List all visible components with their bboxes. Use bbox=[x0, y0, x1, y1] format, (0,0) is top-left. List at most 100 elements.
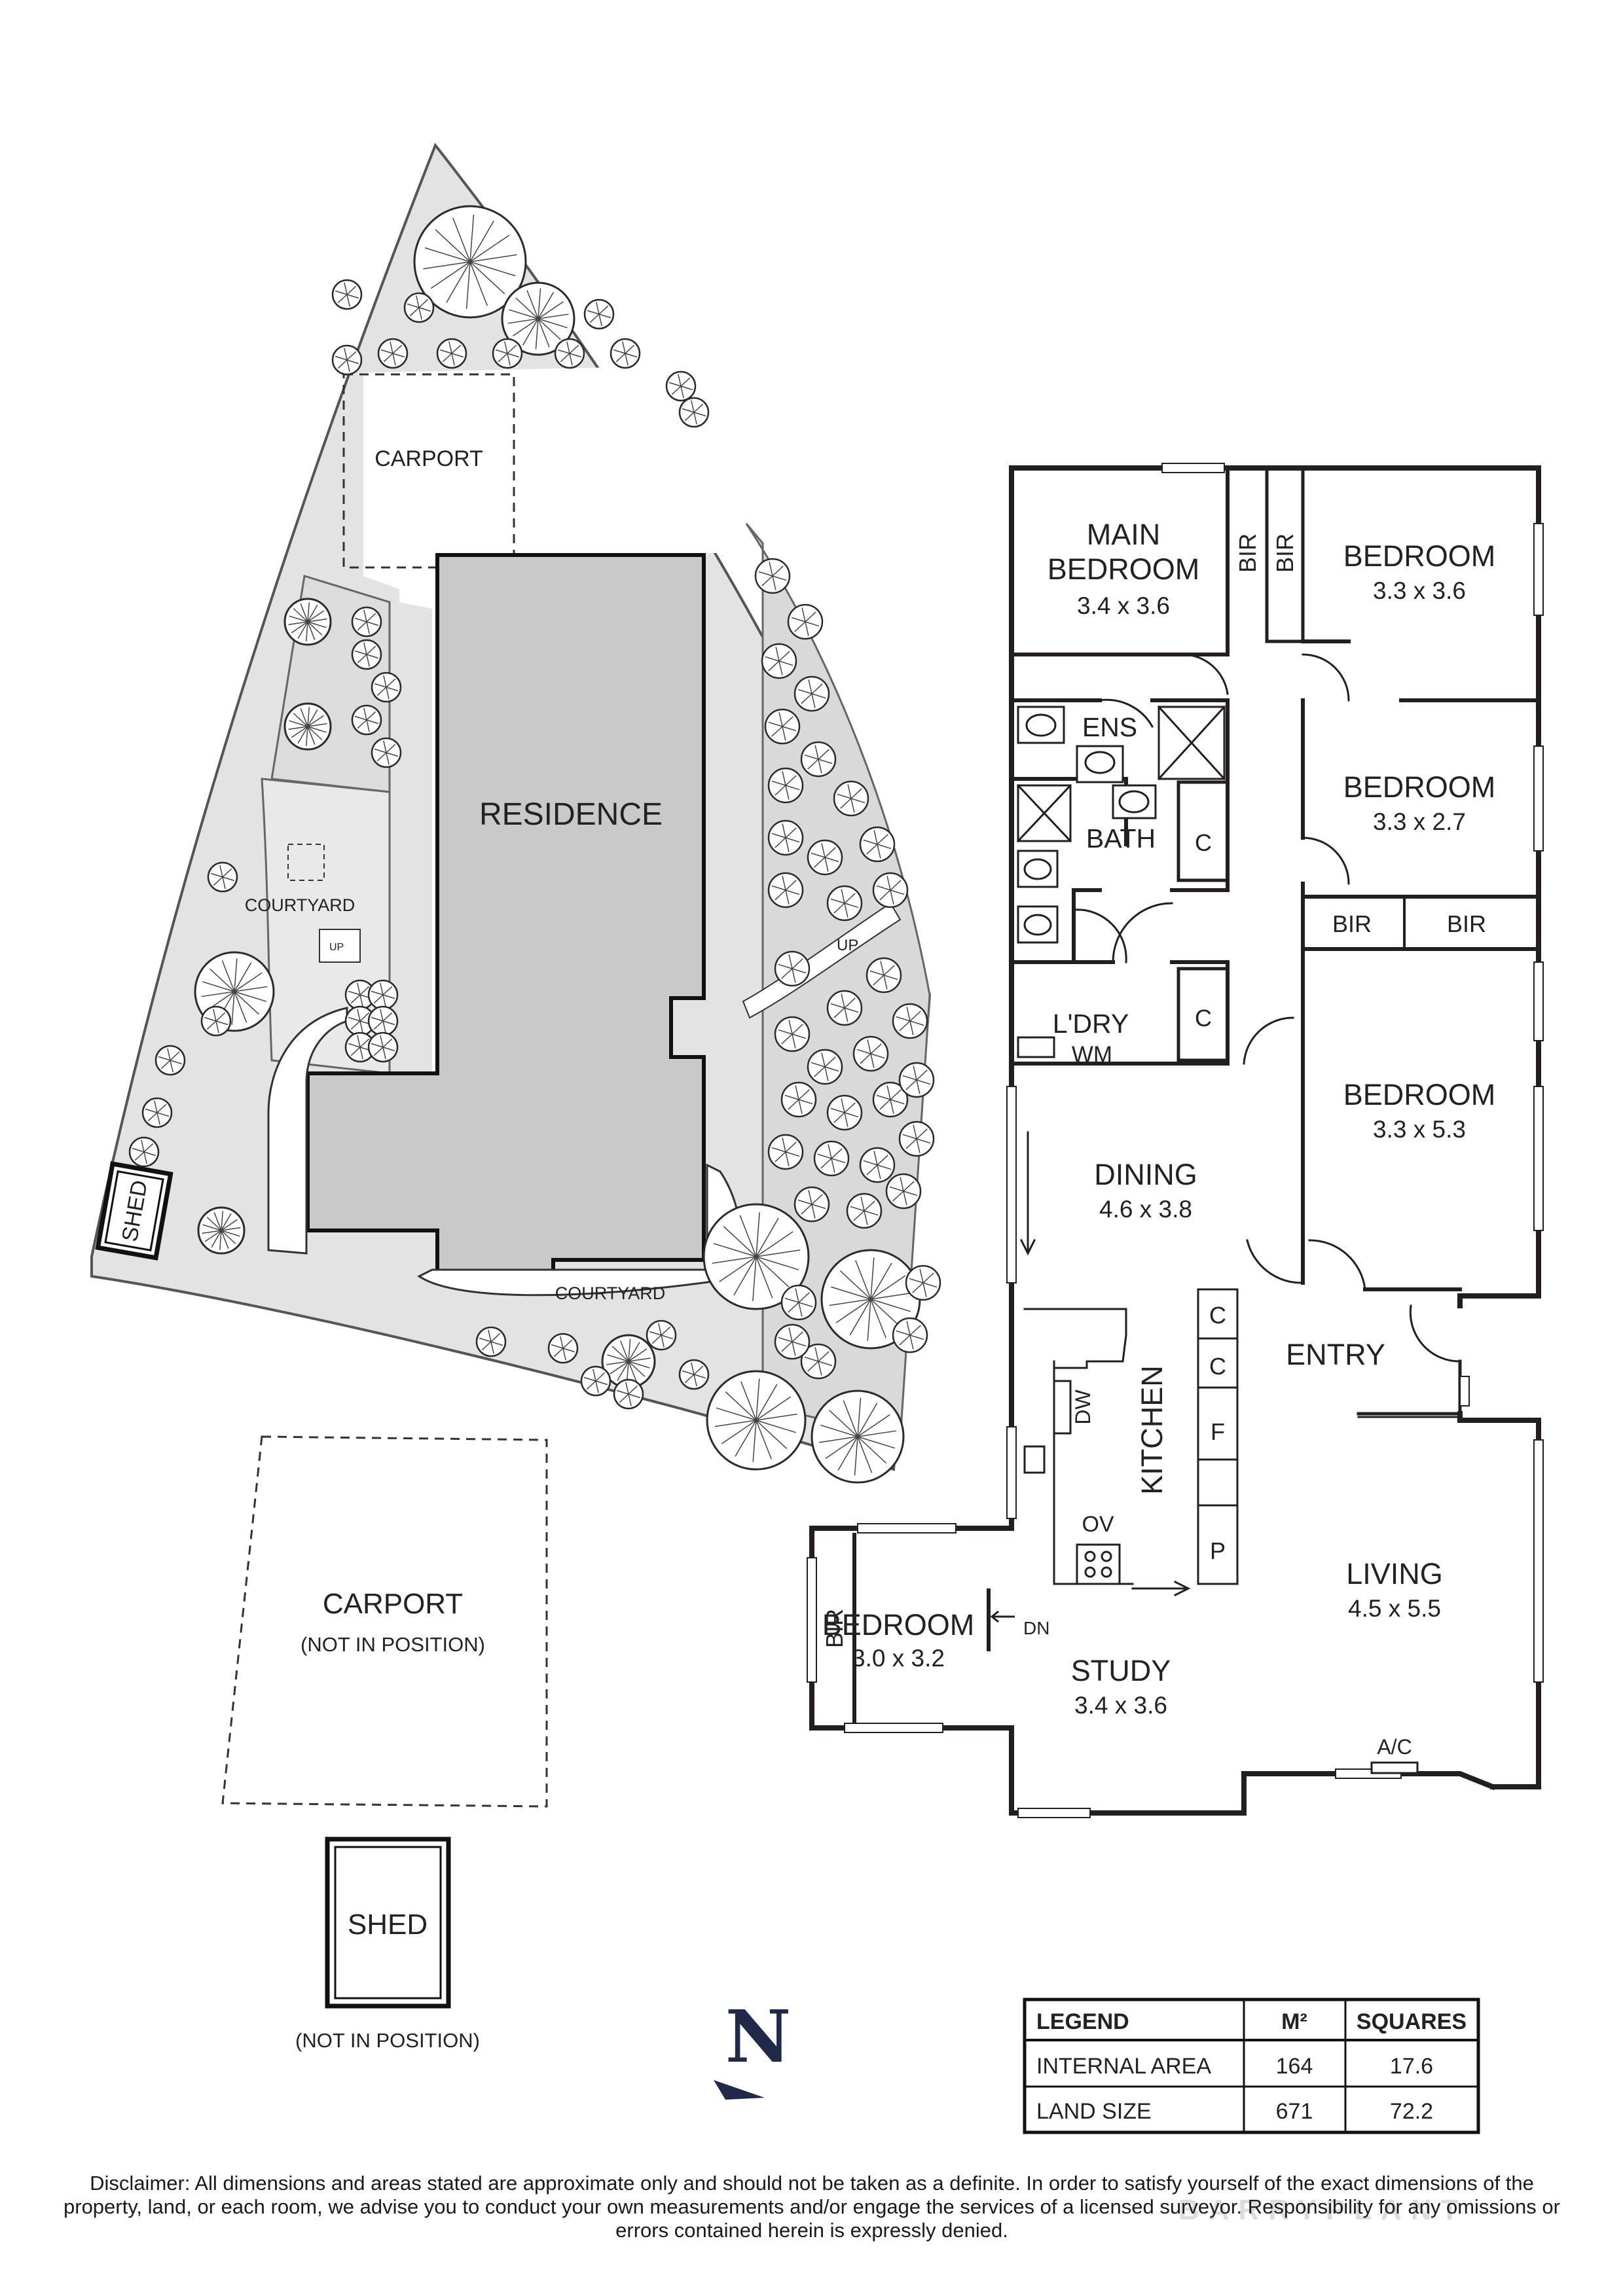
steps-west bbox=[319, 929, 361, 963]
tree-branch bbox=[782, 716, 793, 727]
tree-branch bbox=[386, 752, 390, 765]
tree-branch bbox=[359, 1038, 370, 1048]
tree-branch bbox=[691, 1362, 695, 1375]
tree-branch bbox=[899, 1020, 911, 1031]
tree-branch bbox=[876, 885, 891, 891]
tree-branch bbox=[839, 1270, 871, 1300]
tree-branch bbox=[392, 353, 396, 366]
living-dim: 4.5 x 5.5 bbox=[1348, 1595, 1441, 1622]
tree-branch bbox=[359, 1047, 363, 1060]
tree-branch bbox=[792, 968, 796, 983]
tree-branch bbox=[569, 353, 582, 358]
tree-branch bbox=[811, 1062, 826, 1067]
tree-branch bbox=[307, 602, 310, 622]
tree-branch bbox=[821, 843, 826, 858]
tree-branch bbox=[234, 986, 268, 992]
tree-branch bbox=[628, 1339, 631, 1362]
tree-branch bbox=[350, 994, 361, 1004]
wall-bir-divider bbox=[1226, 466, 1305, 643]
tree-branch bbox=[850, 798, 855, 813]
tree-branch bbox=[916, 1138, 931, 1144]
tree-branch bbox=[713, 1243, 757, 1257]
tree-branch bbox=[366, 613, 376, 622]
tree-branch bbox=[442, 353, 452, 363]
tree-branch bbox=[346, 359, 359, 365]
tree-branch bbox=[900, 1177, 904, 1192]
tree-branch bbox=[359, 986, 370, 996]
tree-branch bbox=[680, 386, 693, 391]
tree-branch bbox=[752, 1420, 757, 1462]
tree-branch bbox=[160, 1060, 171, 1069]
tree-branch bbox=[628, 1348, 647, 1362]
tree-branch bbox=[916, 1079, 921, 1094]
tree-branch bbox=[156, 1112, 170, 1117]
tree-branch bbox=[382, 1047, 395, 1052]
tree-branch bbox=[693, 403, 704, 413]
tree-branch bbox=[805, 621, 820, 627]
tree-branch bbox=[598, 314, 602, 327]
tree-branch bbox=[824, 1066, 839, 1072]
tree-branch bbox=[418, 307, 422, 320]
tree-branch bbox=[307, 618, 327, 622]
bedroom-se-dim: 3.3 x 5.3 bbox=[1373, 1116, 1466, 1143]
tree-branch bbox=[867, 1039, 871, 1054]
tree-branch bbox=[293, 713, 308, 727]
tree-branch bbox=[504, 341, 508, 354]
tree-branch bbox=[756, 1249, 801, 1257]
carport-top-label: CARPORT bbox=[374, 446, 483, 471]
tree-branch bbox=[847, 784, 852, 799]
tree-branch bbox=[801, 1204, 812, 1215]
tree-branch bbox=[883, 975, 898, 980]
tree-branch bbox=[382, 1038, 393, 1048]
tree-branch bbox=[818, 749, 830, 760]
tree-branch bbox=[134, 1151, 145, 1161]
tree-branch bbox=[837, 1436, 858, 1471]
tree-branch bbox=[619, 1393, 629, 1403]
tree-branch bbox=[658, 1323, 662, 1336]
tree-branch bbox=[781, 1341, 793, 1352]
tree-branch bbox=[903, 1191, 918, 1196]
tree-branch bbox=[824, 1066, 829, 1081]
tree-branch bbox=[844, 903, 859, 908]
tree-branch bbox=[215, 1012, 226, 1022]
tree-branch bbox=[844, 1112, 859, 1118]
tree-branch bbox=[297, 726, 308, 744]
tree-branch bbox=[870, 1299, 902, 1328]
tree-branch bbox=[782, 726, 786, 741]
tree-branch bbox=[221, 1213, 232, 1231]
tree-branch bbox=[825, 1436, 858, 1460]
tree-branch bbox=[569, 344, 579, 354]
tree-branch bbox=[896, 1330, 911, 1336]
tree-branch bbox=[307, 610, 325, 622]
tree-branch bbox=[778, 660, 783, 675]
tree-branch bbox=[866, 844, 878, 855]
legend-table: LEGEND M² SQUARES INTERNAL AREA 164 17.6… bbox=[1023, 1998, 1480, 2134]
tree-branch bbox=[824, 857, 839, 863]
tree-branch bbox=[382, 1020, 386, 1033]
tree-branch bbox=[877, 1164, 881, 1179]
tree-branch bbox=[526, 290, 539, 319]
tree-branch bbox=[359, 994, 363, 1007]
tree-branch bbox=[418, 298, 429, 308]
bedroom-e-dim: 3.3 x 2.7 bbox=[1373, 808, 1466, 835]
tree-branch bbox=[691, 400, 695, 413]
tree-branch bbox=[840, 798, 852, 809]
bedroom-e-label: BEDROOM bbox=[1343, 770, 1496, 804]
tree-branch bbox=[788, 1099, 799, 1110]
site-plan: CARPORT COURTYARD UP RESIDENCE COURTYARD… bbox=[90, 143, 941, 1484]
tree-branch bbox=[818, 759, 822, 774]
residence-footprint bbox=[306, 553, 706, 1275]
tree-branch bbox=[811, 693, 826, 699]
tree-branch bbox=[610, 1361, 629, 1374]
tree-branch bbox=[771, 780, 786, 786]
tree-branch bbox=[877, 1155, 888, 1166]
tree-branch bbox=[538, 318, 561, 340]
tree-branch bbox=[821, 1052, 826, 1067]
tree-branch bbox=[390, 341, 393, 354]
tree-branch bbox=[850, 798, 866, 804]
tree-branch bbox=[693, 412, 697, 425]
tree-branch bbox=[778, 712, 783, 727]
tree-branch bbox=[156, 1103, 167, 1113]
tree-branch bbox=[792, 958, 803, 969]
